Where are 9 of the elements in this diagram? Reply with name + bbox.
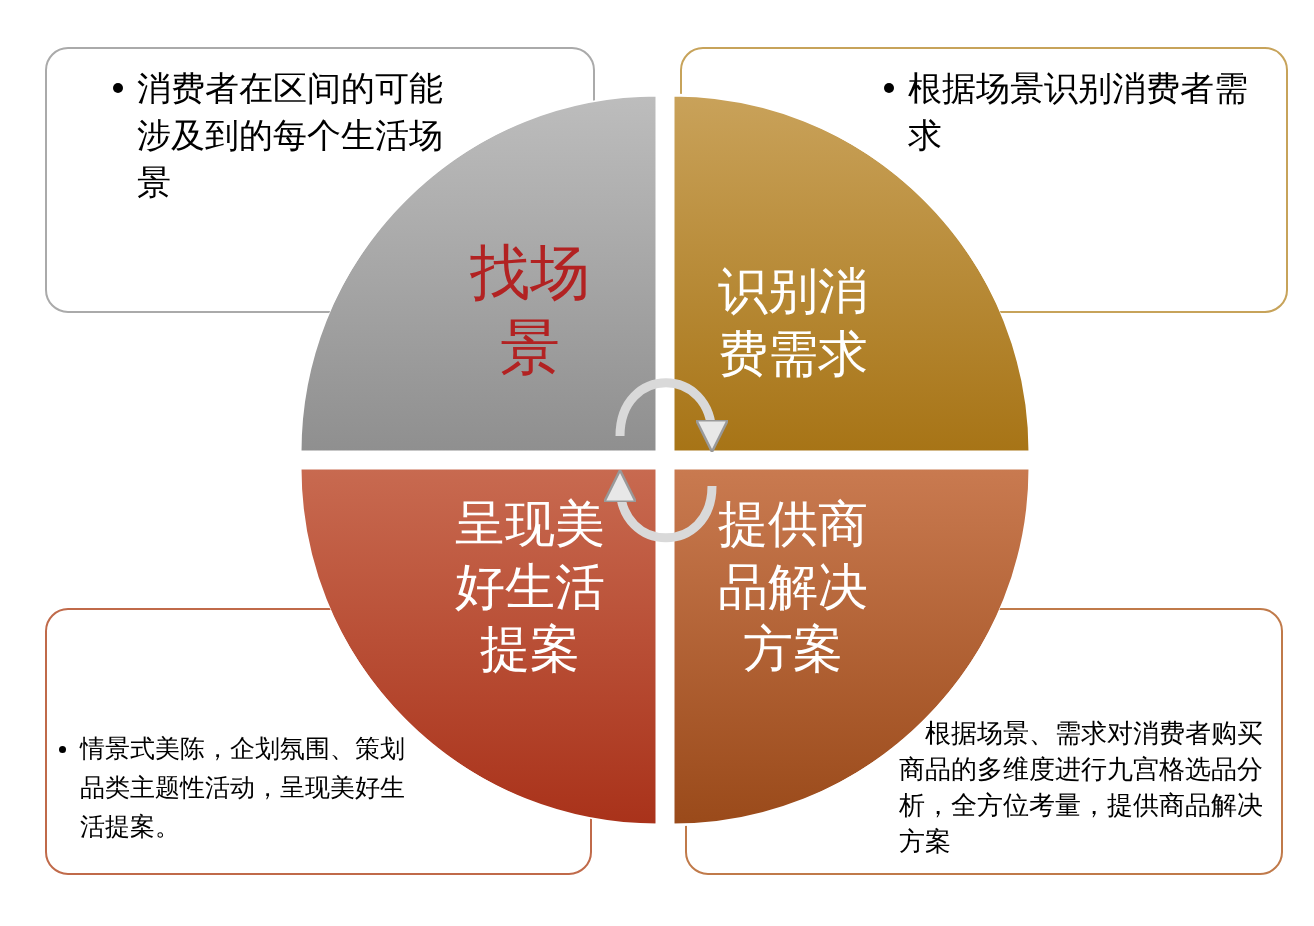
curved-arrow xyxy=(604,469,717,543)
quadrant-title: 呈现美好生活提案 xyxy=(454,494,606,680)
quadrant-title: 找场景 xyxy=(469,236,591,384)
bullet-text: 根据场景、需求对消费者购买商品的多维度进行九宫格选品分析，全方位考量，提供商品解决方案 xyxy=(899,717,1263,858)
quadrant-title: 提供商品解决方案 xyxy=(717,494,869,680)
quadrant-title: 识别消费需求 xyxy=(717,261,869,385)
bullet-text: 消费者在区间的可能涉及到的每个生活场景 xyxy=(137,67,444,204)
bullet-text: 根据场景识别消费者需求 xyxy=(908,67,1249,157)
bullet-text: 情景式美陈，企划氛围、策划品类主题性活动，呈现美好生活提案。 xyxy=(80,733,406,843)
